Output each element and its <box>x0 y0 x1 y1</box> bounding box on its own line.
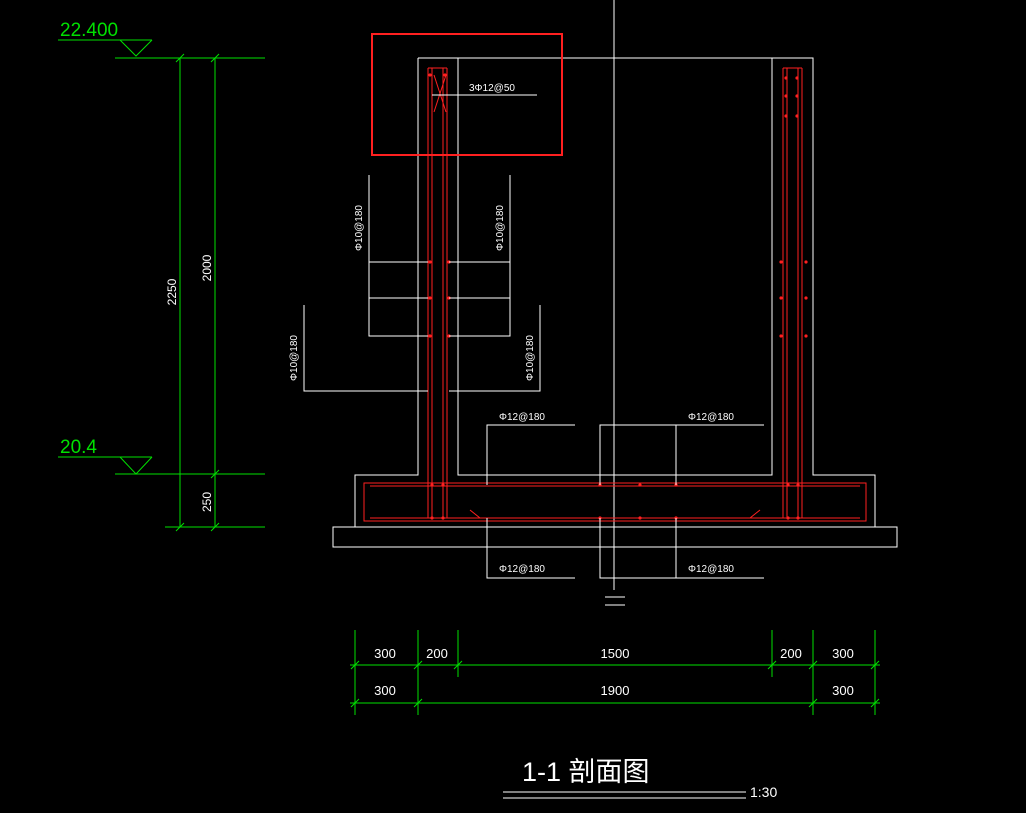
rebar-dots <box>428 73 808 520</box>
dim-total-height: 2250 <box>165 278 179 305</box>
elevation-marker-top: 22.400 <box>58 20 265 59</box>
dim-row2-1: 1900 <box>601 683 630 698</box>
drawing-title: 1-1 剖面图 <box>522 757 650 787</box>
rebar-cage <box>363 67 867 522</box>
concrete-outline <box>332 0 898 606</box>
dim-row1-2: 1500 <box>601 646 630 661</box>
label-slab-top-right: Φ12@180 <box>688 412 734 423</box>
dim-row2-2: 300 <box>832 683 854 698</box>
blinding-layer <box>332 526 898 548</box>
label-wall-left-outer-lower: Φ10@180 <box>289 335 300 381</box>
label-slab-bottom-left: Φ12@180 <box>499 564 545 575</box>
label-wall-left-inner-upper: Φ10@180 <box>495 205 506 251</box>
highlight-box <box>371 33 563 156</box>
drawing-title-block: 1-1 剖面图 1:30 <box>503 757 777 800</box>
wall-rebar-leaders: Φ10@180 Φ10@180 Φ10@180 Φ10@180 <box>289 175 541 392</box>
dim-wall-height: 2000 <box>200 254 214 281</box>
dim-row1-4: 300 <box>832 646 854 661</box>
dim-row1-0: 300 <box>374 646 396 661</box>
label-wall-left-inner-lower: Φ10@180 <box>525 335 536 381</box>
callout-top-rebar-label: 3Φ12@50 <box>469 83 515 94</box>
label-slab-top-left: Φ12@180 <box>499 412 545 423</box>
vertical-dimensions: 2250 2000 250 <box>165 53 265 532</box>
dim-slab-height: 250 <box>200 492 214 512</box>
drawing-scale: 1:30 <box>750 784 777 800</box>
label-slab-bottom-right: Φ12@180 <box>688 564 734 575</box>
horizontal-dimensions: 300 200 1500 200 300 300 1900 300 <box>350 630 880 715</box>
dim-row1-3: 200 <box>780 646 802 661</box>
elevation-bottom-label: 20.4 <box>60 437 97 458</box>
dim-row1-1: 200 <box>426 646 448 661</box>
slab-rebar-leaders: Φ12@180 Φ12@180 Φ12@180 Φ12@180 <box>486 412 764 579</box>
elevation-top-label: 22.400 <box>60 20 118 41</box>
dim-row2-0: 300 <box>374 683 396 698</box>
label-wall-left-outer-upper: Φ10@180 <box>354 205 365 251</box>
elevation-marker-bottom: 20.4 <box>58 437 265 475</box>
callout-top-rebar: 3Φ12@50 <box>432 83 537 96</box>
